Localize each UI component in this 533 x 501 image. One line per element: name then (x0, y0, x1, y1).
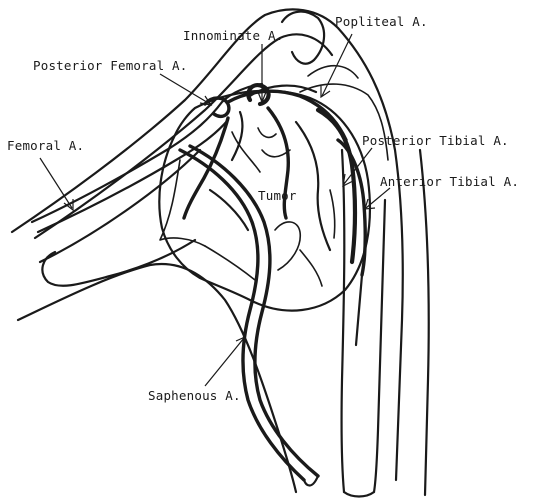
tumor-vessel-6 (258, 128, 276, 137)
tumor-lobule-1 (160, 160, 205, 246)
condyle-top (282, 12, 324, 64)
label-femoral: Femoral A. (7, 138, 84, 153)
tumor-lobule-2 (205, 246, 255, 280)
femoral-leader (40, 158, 72, 208)
tumor-vessel-7 (300, 250, 322, 286)
labels: Innominate A. Popliteal A. Posterior Fem… (7, 14, 519, 403)
label-popliteal: Popliteal A. (335, 14, 428, 29)
posterior-tibial-artery (318, 110, 355, 262)
label-posterior-tibial: Posterior Tibial A. (362, 133, 509, 148)
leader-lines (40, 34, 390, 386)
tumor-lobule-3 (275, 222, 300, 270)
tumor-vessel-5 (210, 190, 248, 230)
tibia-bottom (344, 492, 374, 497)
joint-line-2 (308, 66, 358, 78)
femur-end-cap (42, 240, 195, 286)
label-posterior-femoral: Posterior Femoral A. (33, 58, 188, 73)
femoral-artery-lower (38, 120, 228, 232)
label-saphenous: Saphenous A. (148, 388, 241, 403)
saphenous-tail (304, 476, 318, 486)
tibia-left-edge (342, 150, 345, 492)
tibia-right-edge (374, 200, 385, 492)
saphenous-leader (205, 338, 244, 386)
tumor-vessel-8 (330, 190, 335, 238)
label-anterior-tibial: Anterior Tibial A. (380, 174, 519, 189)
tumor-vessel-4 (296, 122, 330, 250)
label-innominate: Innominate A. (183, 28, 283, 43)
descending-branch (356, 275, 362, 345)
popliteal-leader (322, 34, 352, 96)
label-tumor: Tumor (258, 188, 297, 203)
calf-contour-right (420, 150, 429, 495)
